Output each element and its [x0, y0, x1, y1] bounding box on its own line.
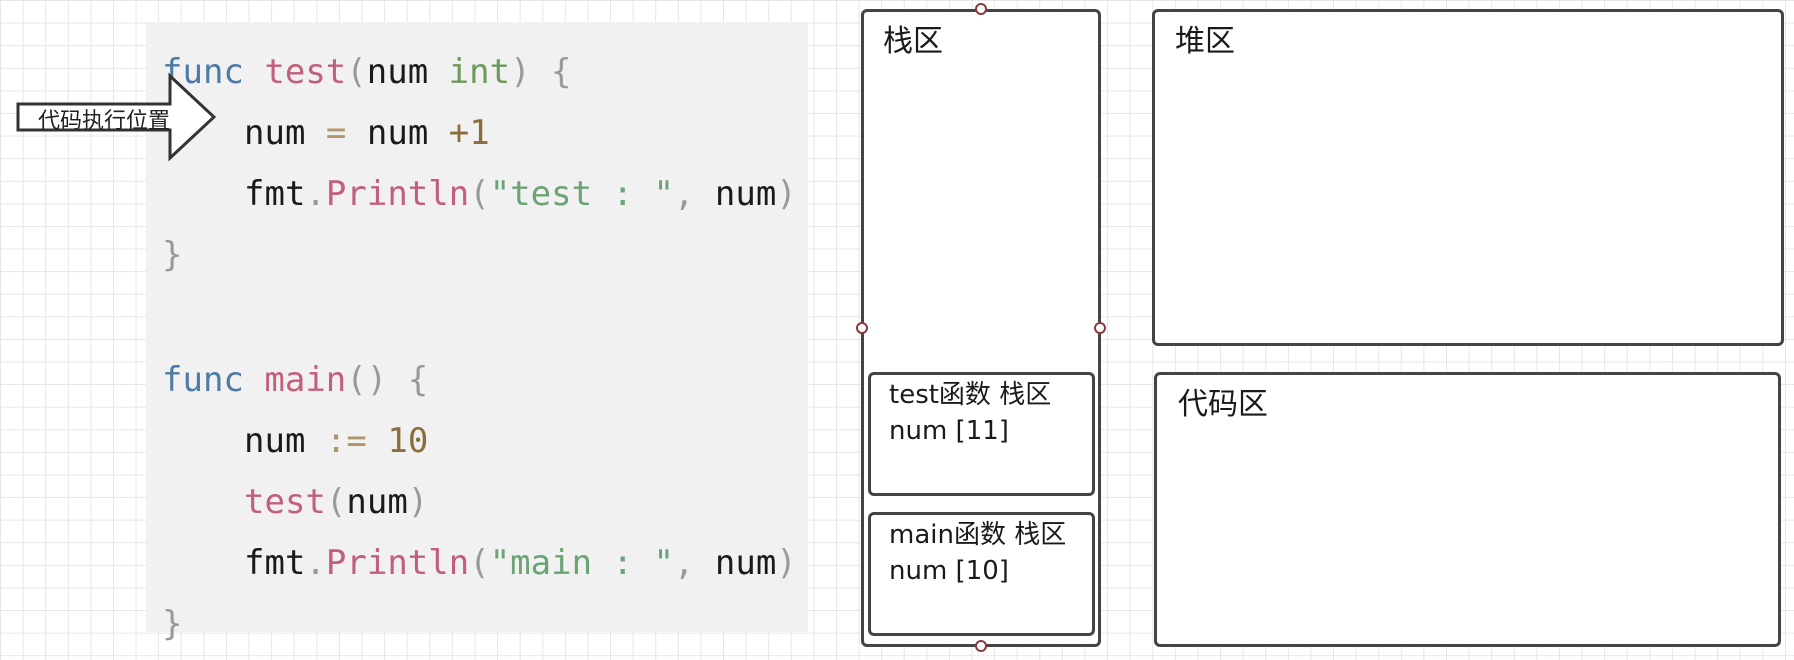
heap-area: 堆区 — [1152, 9, 1784, 346]
execution-pointer-arrow-icon — [16, 72, 216, 162]
param-type: int — [448, 52, 511, 92]
param-name: num — [366, 52, 429, 92]
resize-handle-left[interactable] — [856, 322, 868, 334]
code-line-increment: num = num +1 — [244, 113, 490, 153]
stack-frame-test-var: num [11] — [889, 416, 1009, 446]
code-line-test-signature: func test(num int) { — [162, 52, 572, 92]
stack-frame-main-text: main函数 栈区 num [10] — [889, 517, 1066, 589]
stack-area-label: 栈区 — [883, 24, 943, 59]
code-area: 代码区 — [1154, 372, 1781, 647]
code-line-main-close: } — [162, 604, 183, 644]
code-line-main-signature: func main() { — [162, 360, 429, 400]
code-panel: func test(num int) { num = num +1 fmt.Pr… — [146, 22, 808, 644]
function-name: test — [264, 52, 347, 92]
code-line-test-print: fmt.Println("test : ", num) — [244, 174, 797, 214]
stack-frame-test-title: test函数 栈区 — [889, 380, 1052, 410]
heap-area-label: 堆区 — [1175, 24, 1235, 59]
code-line-main-decl: num := 10 — [244, 421, 429, 461]
resize-handle-top[interactable] — [975, 3, 987, 15]
stack-frame-test: test函数 栈区 num [11] — [868, 372, 1095, 496]
code-area-label: 代码区 — [1178, 387, 1268, 422]
code-line-main-call: test(num) — [244, 482, 429, 522]
stack-frame-main-var: num [10] — [889, 556, 1009, 586]
stack-frame-test-text: test函数 栈区 num [11] — [889, 377, 1051, 449]
stack-frame-main-title: main函数 栈区 — [889, 520, 1067, 550]
code-line-main-print: fmt.Println("main : ", num) — [244, 543, 797, 583]
stack-frame-main: main函数 栈区 num [10] — [868, 512, 1095, 636]
code-line-test-close: } — [162, 235, 183, 275]
resize-handle-bottom[interactable] — [975, 640, 987, 652]
resize-handle-right[interactable] — [1094, 322, 1106, 334]
execution-pointer-label: 代码执行位置 — [38, 109, 171, 134]
